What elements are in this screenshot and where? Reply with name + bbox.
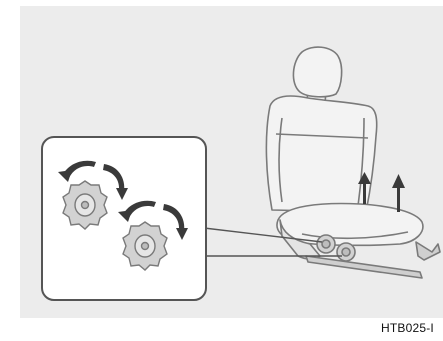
headrest <box>293 47 341 97</box>
seat-rail-rear <box>416 242 440 260</box>
seat-height-adjust-illustration <box>20 6 443 318</box>
seat-up-arrow-cushion <box>392 174 405 212</box>
seat-knob-recline <box>317 235 335 253</box>
knob-callout <box>42 137 206 300</box>
seat-knob-height <box>337 243 355 261</box>
figure-code-label: HTB025-I <box>381 321 434 335</box>
illustration-panel <box>20 6 443 318</box>
car-seat <box>266 47 440 278</box>
seat-rail <box>306 256 422 278</box>
